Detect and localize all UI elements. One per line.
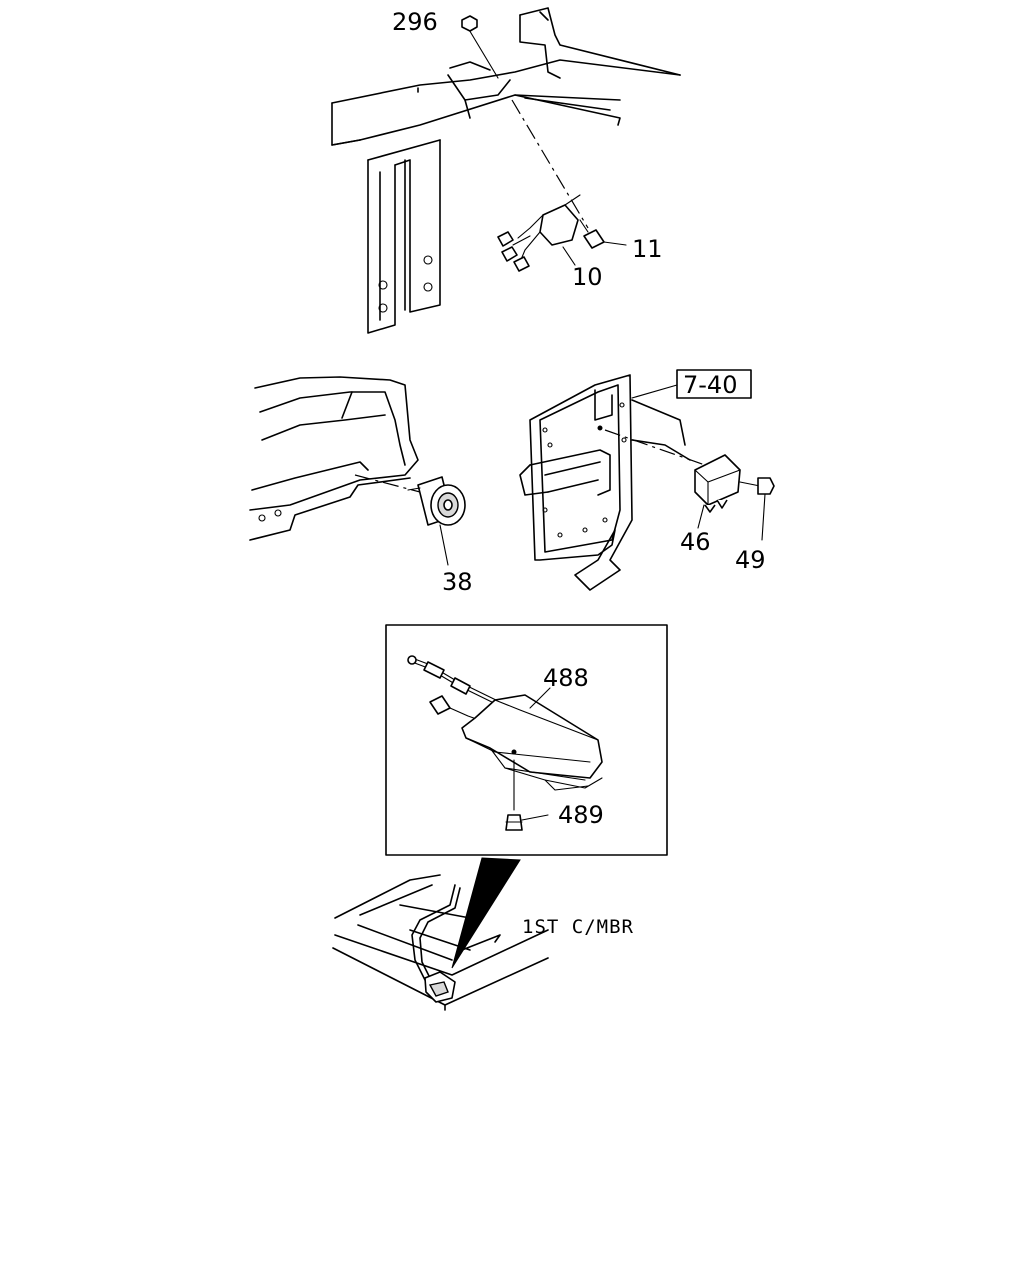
frame-crossmember-assembly xyxy=(331,7,681,334)
callout-49: 49 xyxy=(735,546,766,574)
callout-488: 488 xyxy=(543,664,589,692)
relay-panel-assembly xyxy=(519,369,775,591)
callout-11: 11 xyxy=(632,235,663,263)
callout-38: 38 xyxy=(442,568,473,596)
callout-489: 489 xyxy=(558,801,604,829)
callout-46: 46 xyxy=(680,528,711,556)
dash-panel-assembly xyxy=(249,376,466,566)
crossmember-note: 1ST C/MBR xyxy=(522,916,634,938)
callout-10: 10 xyxy=(572,263,603,291)
detail-pointer xyxy=(451,857,521,969)
reference-7-40: 7-40 xyxy=(683,371,737,399)
callout-296: 296 xyxy=(392,8,438,36)
detail-box xyxy=(385,624,668,856)
first-crossmember-view xyxy=(332,874,549,1011)
